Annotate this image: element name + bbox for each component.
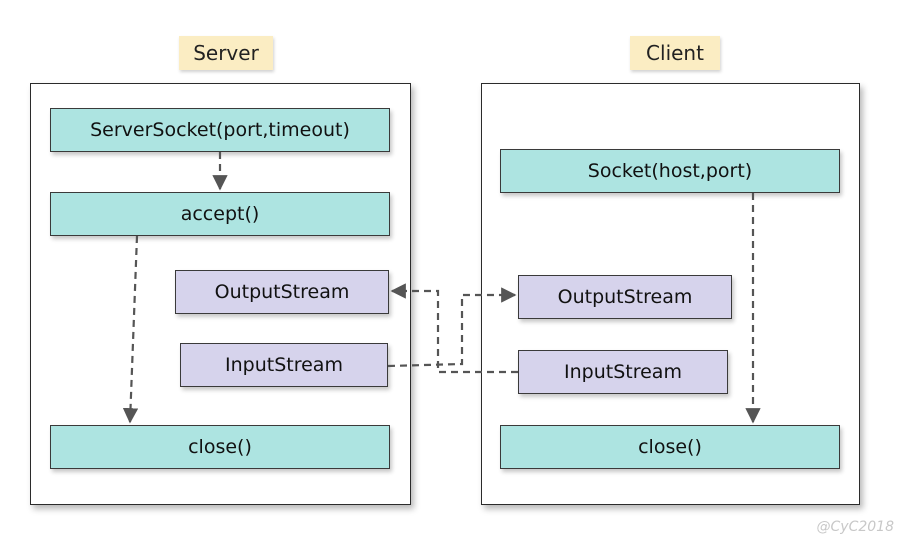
server-socket-box: ServerSocket(port,timeout) [50,108,390,152]
client-input-stream-box: InputStream [518,350,728,394]
client-close-box: close() [500,425,840,469]
accept-box: accept() [50,192,390,236]
client-socket-box: Socket(host,port) [500,149,840,193]
client-output-stream-box: OutputStream [518,275,732,319]
server-close-box: close() [50,425,390,469]
arrow-server-input-to-client-output [387,287,517,368]
arrow-accept-to-close [122,235,139,424]
watermark: @CyC2018 [816,519,894,535]
client-title: Client [630,36,720,70]
server-input-stream-box: InputStream [180,343,388,387]
server-title: Server [179,36,273,70]
arrow-client-input-to-server-output [390,283,518,374]
server-output-stream-box: OutputStream [175,270,389,314]
